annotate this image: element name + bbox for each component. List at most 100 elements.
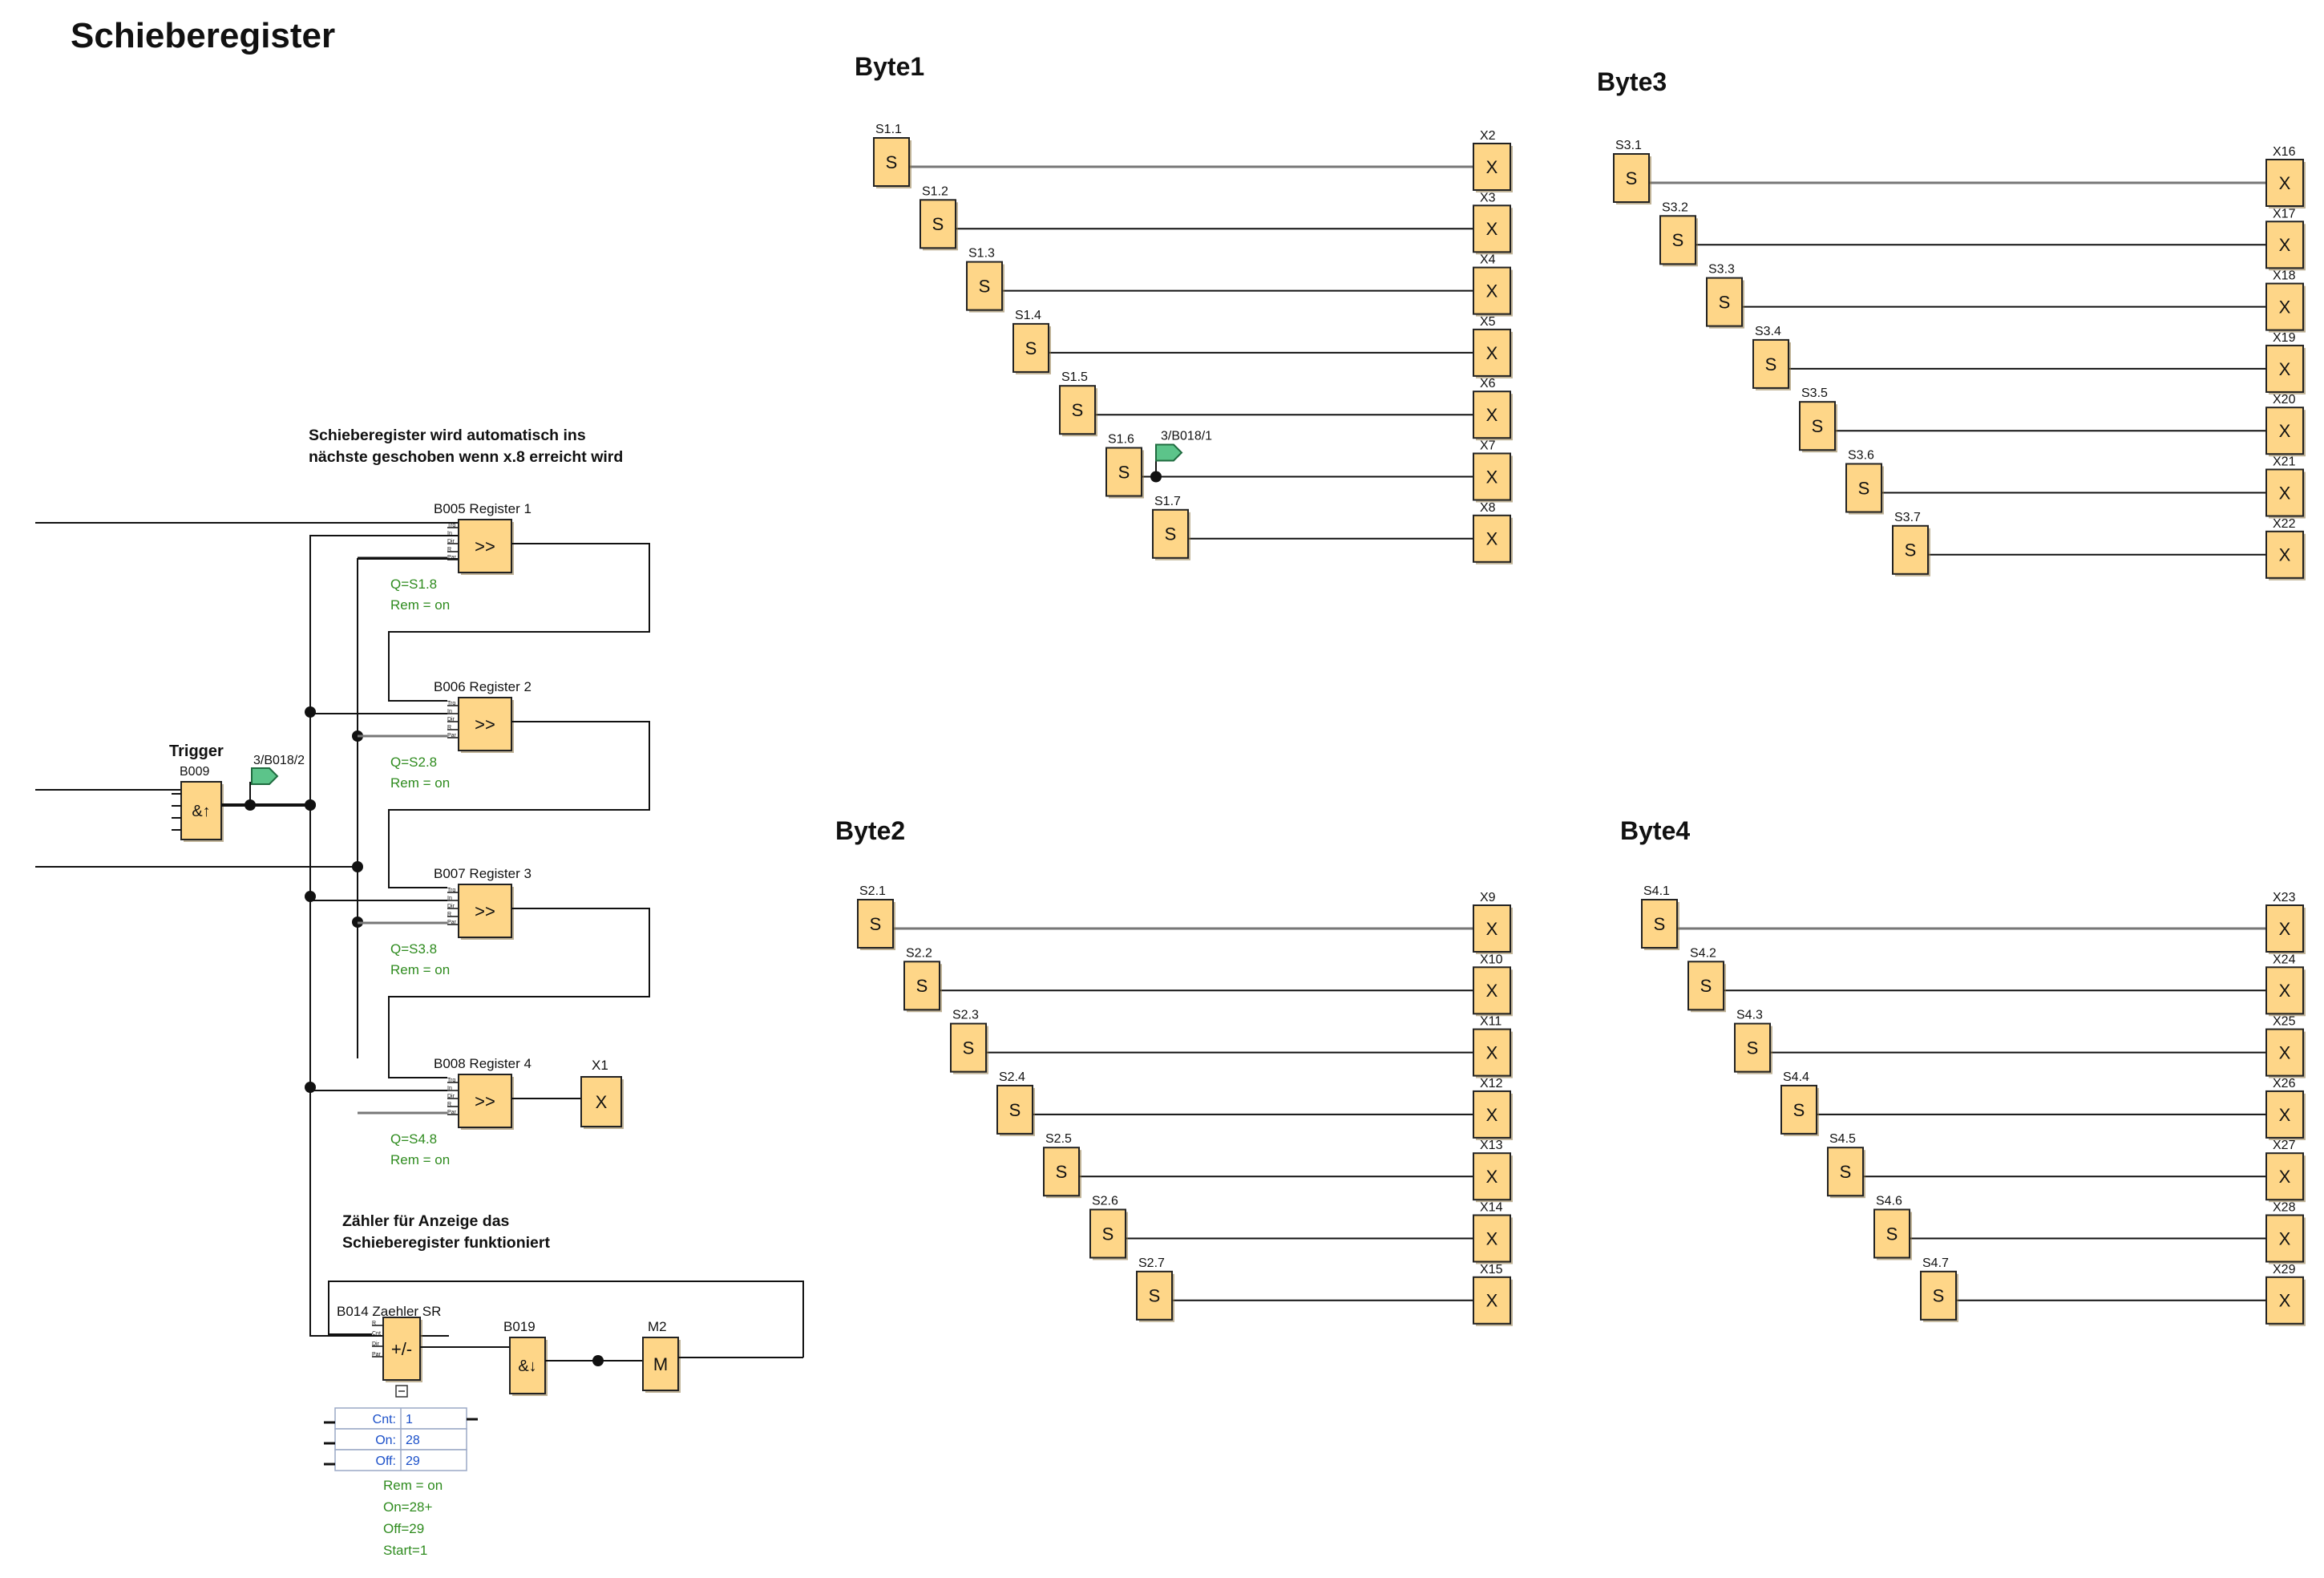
switch-block-S3.4[interactable]: S <box>1752 338 1791 390</box>
switch-block-S2.3[interactable]: S <box>950 1022 988 1074</box>
output-block-X8[interactable]: X <box>1473 514 1513 564</box>
shift-register-B007[interactable]: >> <box>458 884 514 940</box>
switch-block-S1.4[interactable]: S <box>1012 322 1051 374</box>
output-block-X15[interactable]: X <box>1473 1276 1513 1326</box>
param-key: On: <box>375 1434 396 1447</box>
output-block-X5[interactable]: X <box>1473 328 1513 378</box>
block-symbol: S <box>916 976 928 996</box>
output-block-X12[interactable]: X <box>1473 1090 1513 1140</box>
switch-block-S1.1[interactable]: S <box>873 137 911 188</box>
output-block-X16[interactable]: X <box>2265 159 2306 208</box>
block-body <box>1473 1152 1511 1201</box>
switch-block-S3.5[interactable]: S <box>1799 401 1837 453</box>
switch-block-S4.5[interactable]: S <box>1827 1147 1865 1199</box>
switch-block-S2.1[interactable]: S <box>857 899 895 950</box>
block-symbol: X <box>1486 281 1498 301</box>
output-label: X28 <box>2273 1201 2296 1215</box>
shift-register-B008[interactable]: >> <box>458 1074 514 1130</box>
output-block-X24[interactable]: X <box>2265 966 2306 1017</box>
switch-label: S3.4 <box>1755 325 1781 338</box>
switch-label: S3.6 <box>1848 449 1874 463</box>
switch-block-S4.2[interactable]: S <box>1687 961 1726 1013</box>
output-block-X26[interactable]: X <box>2265 1090 2306 1140</box>
switch-block-S4.7[interactable]: S <box>1920 1270 1958 1322</box>
switch-block-S3.2[interactable]: S <box>1659 215 1698 267</box>
output-block-X14[interactable]: X <box>1473 1214 1513 1264</box>
output-block-X27[interactable]: X <box>2265 1152 2306 1203</box>
output-label: X6 <box>1480 377 1496 390</box>
block-body <box>2265 159 2304 207</box>
switch-block-S2.2[interactable]: S <box>903 961 942 1013</box>
output-block-X25[interactable]: X <box>2265 1028 2306 1078</box>
block-body <box>1473 390 1511 439</box>
switch-block-S2.4[interactable]: S <box>996 1084 1035 1136</box>
shift-register-B006[interactable]: >> <box>458 697 514 753</box>
switch-block-S4.4[interactable]: S <box>1780 1084 1819 1136</box>
output-block-X19[interactable]: X <box>2265 344 2306 394</box>
shift-note-line: Schieberegister wird automatisch ins <box>309 427 586 444</box>
output-block-X23[interactable]: X <box>2265 904 2306 954</box>
and-block-B019[interactable]: &↓ <box>509 1337 548 1396</box>
counter-note-line: Zähler für Anzeige das <box>342 1212 510 1230</box>
counter-pin-label: Cnt <box>372 1331 381 1337</box>
switch-block-S1.5[interactable]: S <box>1059 385 1097 437</box>
counter-block-B014[interactable]: +/- <box>382 1317 422 1382</box>
output-block-X28[interactable]: X <box>2265 1214 2306 1264</box>
trigger-block-id: B009 <box>180 765 209 779</box>
switch-block-S4.6[interactable]: S <box>1873 1208 1912 1260</box>
switch-label: S4.6 <box>1876 1195 1902 1208</box>
output-block-X11[interactable]: X <box>1473 1028 1513 1078</box>
switch-block-S4.3[interactable]: S <box>1734 1022 1772 1074</box>
block-body <box>180 781 222 840</box>
flag-block-M2[interactable]: M <box>642 1337 681 1393</box>
output-block-X6[interactable]: X <box>1473 390 1513 441</box>
switch-block-S3.1[interactable]: S <box>1613 153 1651 204</box>
output-block-X2[interactable]: X <box>1473 143 1513 192</box>
block-body <box>2265 1152 2304 1201</box>
block-symbol: X <box>2279 173 2291 193</box>
output-block-X9[interactable]: X <box>1473 904 1513 954</box>
output-block-X17[interactable]: X <box>2265 221 2306 271</box>
output-block-X4[interactable]: X <box>1473 266 1513 317</box>
output-block-X7[interactable]: X <box>1473 452 1513 503</box>
block-body <box>903 961 940 1011</box>
register-q-param: Q=S3.8 <box>390 941 437 957</box>
output-block-X13[interactable]: X <box>1473 1152 1513 1203</box>
switch-block-S3.7[interactable]: S <box>1892 524 1930 577</box>
output-block-X10[interactable]: X <box>1473 966 1513 1017</box>
switch-block-S1.6[interactable]: S <box>1105 447 1144 499</box>
output-block-X29[interactable]: X <box>2265 1276 2306 1326</box>
switch-block-S3.6[interactable]: S <box>1845 463 1884 515</box>
output-block-X20[interactable]: X <box>2265 407 2306 457</box>
switch-block-S1.2[interactable]: S <box>919 199 958 251</box>
block-symbol: X <box>1486 919 1498 939</box>
block-body <box>2265 1090 2304 1139</box>
shift-register-B005[interactable]: >> <box>458 519 514 575</box>
switch-block-S1.3[interactable]: S <box>966 261 1004 313</box>
block-symbol: S <box>979 277 991 297</box>
switch-block-S3.3[interactable]: S <box>1706 277 1744 329</box>
block-body <box>1473 1276 1511 1325</box>
register-pin-label: Par <box>447 555 457 560</box>
switch-block-S2.5[interactable]: S <box>1043 1147 1081 1199</box>
block-symbol: X <box>2279 483 2291 503</box>
switch-block-S1.7[interactable]: S <box>1152 508 1190 560</box>
block-symbol: S <box>932 214 944 234</box>
output-block-X1[interactable]: X <box>580 1076 624 1129</box>
block-symbol: S <box>1858 478 1870 498</box>
trigger-and-block[interactable]: &↑ <box>180 781 224 842</box>
output-block-X3[interactable]: X <box>1473 204 1513 255</box>
block-symbol: S <box>886 152 898 172</box>
param-value: 1 <box>406 1413 413 1426</box>
flag-label: M2 <box>648 1319 667 1334</box>
switch-block-S4.1[interactable]: S <box>1641 899 1679 950</box>
switch-block-S2.6[interactable]: S <box>1089 1208 1128 1260</box>
output-block-X22[interactable]: X <box>2265 530 2306 581</box>
output-label: X14 <box>1480 1201 1503 1215</box>
block-symbol: &↑ <box>192 803 210 820</box>
switch-block-S2.7[interactable]: S <box>1136 1270 1174 1322</box>
register-pin-label: In <box>447 1086 452 1091</box>
output-block-X18[interactable]: X <box>2265 282 2306 333</box>
output-block-X21[interactable]: X <box>2265 468 2306 519</box>
